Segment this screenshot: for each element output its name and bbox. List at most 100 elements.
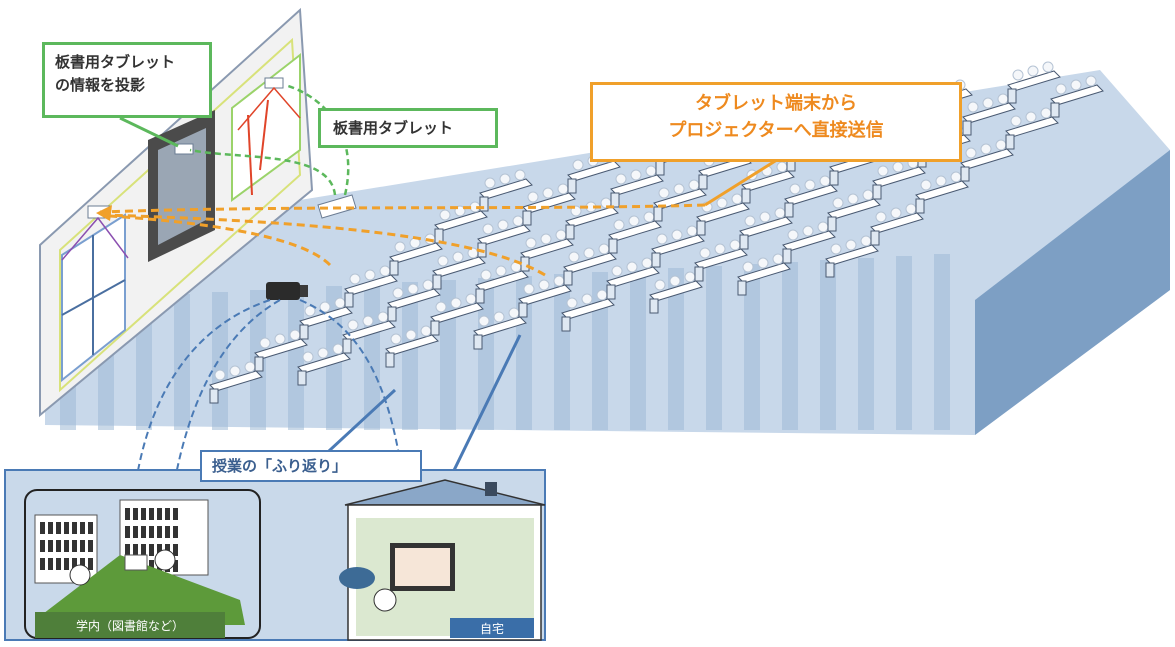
review-callout: 授業の「ふり返り」 <box>200 450 422 482</box>
book-icon <box>173 508 178 520</box>
direct-send-callout: タブレット端末から プロジェクターへ直接送信 <box>590 82 962 162</box>
thought-bubble-icon <box>339 567 375 589</box>
book-icon <box>88 558 93 570</box>
review-label: 授業の「ふり返り」 <box>212 457 348 475</box>
book-icon <box>80 522 85 534</box>
book-icon <box>56 540 61 552</box>
desk-icon <box>297 343 351 386</box>
whiteboard-outline <box>59 37 302 393</box>
desk-icon <box>432 247 486 290</box>
book-icon <box>64 558 69 570</box>
desk-icon <box>606 257 660 300</box>
desk-icon <box>561 289 615 332</box>
projector-beam-right <box>237 86 301 131</box>
floor-stripe <box>820 260 836 430</box>
book-icon <box>88 522 93 534</box>
desk-icon <box>518 275 572 318</box>
projector-right-icon <box>264 77 284 89</box>
desk-icon <box>479 169 533 212</box>
book-icon <box>56 522 61 534</box>
book-icon <box>173 526 178 538</box>
floor-stripe <box>668 268 684 430</box>
orange-arrow-main <box>99 203 706 214</box>
desk-icon <box>651 225 705 268</box>
floor-stripe <box>934 254 950 430</box>
book-icon <box>173 544 178 556</box>
floor-stripe <box>402 282 418 430</box>
desk-icon <box>694 239 748 282</box>
book-icon <box>64 540 69 552</box>
floor-stripe <box>858 258 874 430</box>
direct-send-line2: プロジェクターへ直接送信 <box>668 119 884 141</box>
desk-icon <box>565 197 619 240</box>
book-icon <box>149 560 154 572</box>
desk-icon <box>1007 61 1061 104</box>
desk-icon <box>784 175 838 218</box>
campus-label-bg <box>35 612 225 638</box>
book-icon <box>165 508 170 520</box>
book-icon <box>133 544 138 556</box>
floor-stripe <box>896 256 912 430</box>
floor-stripe <box>630 270 646 430</box>
book-icon <box>165 526 170 538</box>
desk-icon <box>209 361 263 404</box>
book-icon <box>149 544 154 556</box>
book-icon <box>72 522 77 534</box>
book-icon <box>157 526 162 538</box>
book-icon <box>125 508 130 520</box>
desk-icon <box>737 253 791 296</box>
floor-stripe <box>554 274 570 430</box>
desk-icon <box>825 235 879 278</box>
left-screen-divider-h <box>61 279 126 316</box>
book-icon <box>80 540 85 552</box>
center-display-content <box>158 128 206 245</box>
orange-arrowhead <box>96 205 112 221</box>
desk-icon <box>1050 75 1104 118</box>
student-icon-2 <box>154 549 176 571</box>
projector-center-icon <box>174 143 194 155</box>
book-icon <box>80 558 85 570</box>
green-arrow-to-center <box>189 148 337 196</box>
desk-icon <box>344 265 398 308</box>
laptop-icon <box>124 554 148 571</box>
book-icon <box>88 540 93 552</box>
book-icon <box>125 544 130 556</box>
desk-icon <box>608 211 662 254</box>
home-label: 自宅 <box>479 622 504 636</box>
desk-icon <box>387 279 441 322</box>
desk-icon <box>915 171 969 214</box>
desk-icon <box>567 151 621 194</box>
book-icon <box>133 508 138 520</box>
floor-right-side <box>975 150 1170 435</box>
book-icon <box>48 540 53 552</box>
desk-icon <box>739 207 793 250</box>
book-icon <box>141 544 146 556</box>
book-icon <box>72 540 77 552</box>
desk-icon <box>962 93 1016 136</box>
student-icon-1 <box>69 564 91 586</box>
projection-tablet-info-line1: 板書用タブレット <box>55 53 176 71</box>
book-icon <box>40 522 45 534</box>
desk-icon <box>475 261 529 304</box>
book-icon <box>72 558 77 570</box>
home-label-bg <box>450 618 534 638</box>
campus-table <box>35 555 245 625</box>
book-icon <box>141 526 146 538</box>
orange-callout-pointer <box>704 156 781 207</box>
floor-stripe <box>174 294 190 430</box>
orange-arrow-low <box>109 214 332 267</box>
student-home-icon <box>373 588 397 612</box>
book-icon <box>149 526 154 538</box>
floor-stripe <box>592 272 608 430</box>
direct-send-line1: タブレット端末から <box>695 93 857 114</box>
book-icon <box>56 558 61 570</box>
book-icon <box>173 560 178 572</box>
monitor-screen <box>395 548 450 586</box>
desk-icon <box>782 221 836 264</box>
green-arrow-to-right <box>284 83 350 196</box>
house-chimney <box>485 482 497 496</box>
floor-stripe <box>706 266 722 430</box>
desk-icon <box>649 271 703 314</box>
desk-icon <box>299 297 353 340</box>
